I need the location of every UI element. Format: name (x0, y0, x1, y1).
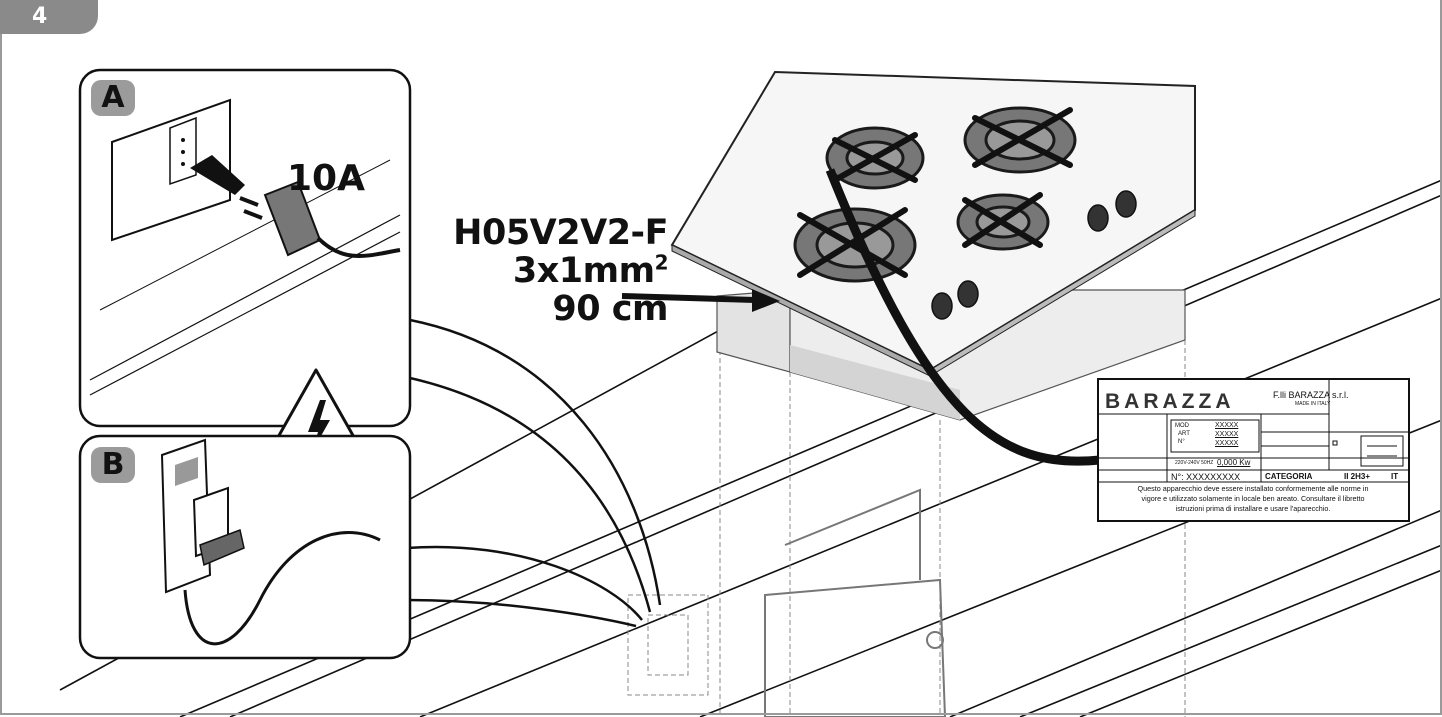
plate-mod-value: XXXXX (1215, 422, 1239, 429)
insert-arrow-icon (190, 155, 245, 195)
rating-plate: BARAZZA F.lli BARAZZA s.r.l. MADE IN ITA… (1097, 378, 1410, 522)
cable-spec: H05V2V2-F 3x1mm2 90 cm (453, 214, 668, 328)
cable-type: H05V2V2-F (453, 213, 668, 253)
plate-art-value: XXXXX (1215, 431, 1239, 438)
arrow-icon (621, 289, 780, 312)
cabinet-door (764, 488, 947, 717)
cable-length: 90 cm (552, 289, 668, 329)
current-rating-label: 10A (287, 158, 365, 199)
circuit-breaker-icon (160, 438, 381, 646)
plate-brand: BARAZZA (1105, 390, 1235, 413)
panel-a-badge: A (91, 80, 135, 116)
plate-mod-label: MOD (1175, 423, 1189, 429)
plate-voltage: 220V-240V 50HZ (1175, 460, 1214, 466)
plate-company: F.lli BARAZZA s.r.l. (1273, 390, 1349, 400)
supply-cables (406, 168, 1101, 628)
panel-a (78, 68, 412, 428)
panel-b (78, 434, 412, 660)
plate-country: IT (1391, 472, 1399, 481)
step-number-tab: 4 (0, 0, 98, 34)
cable-section: 3x1mm2 (512, 250, 669, 291)
rating-plate-grid (1099, 380, 1408, 483)
panel-b-badge: B (91, 447, 135, 483)
plate-no-value: XXXXX (1215, 440, 1239, 447)
plate-no-label: N° (1178, 439, 1185, 445)
plate-art-label: ART (1178, 431, 1190, 437)
plate-power: 0,000 Kw (1217, 458, 1251, 467)
cabinet-outline (627, 300, 1186, 717)
gas-hob-icon (670, 70, 1196, 377)
plate-serial: N°: XXXXXXXXX (1171, 472, 1241, 482)
plate-category-label: CATEGORIA (1265, 472, 1313, 481)
plug-icon (239, 180, 401, 258)
plate-category-value: II 2H3+ (1344, 472, 1371, 481)
plate-notice: Questo apparecchio deve essere installat… (1137, 484, 1369, 513)
plate-made-in: MADE IN ITALY (1295, 401, 1331, 407)
socket-icon (111, 98, 231, 242)
